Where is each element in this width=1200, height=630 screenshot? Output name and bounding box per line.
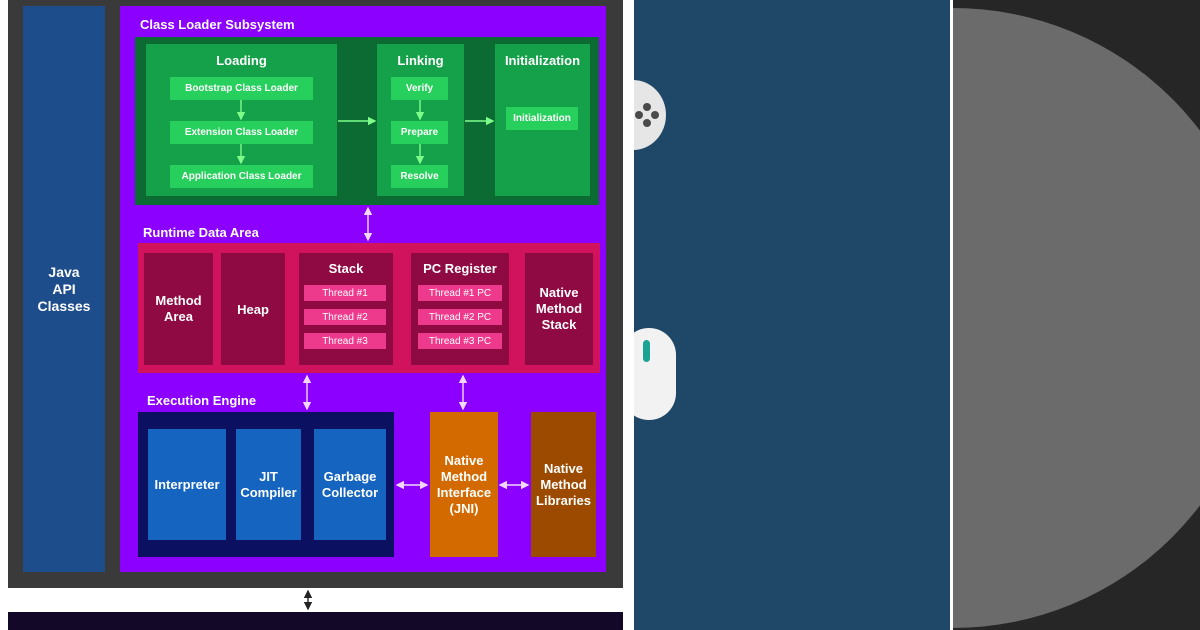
gamepad-icon — [634, 80, 666, 150]
loading-title: Loading — [216, 53, 267, 68]
pc-register-title: PC Register — [423, 261, 497, 276]
bottom-bar — [8, 612, 623, 630]
java-api-classes-box: Java API Classes — [23, 6, 105, 572]
linking-title: Linking — [397, 53, 444, 68]
middle-panel — [634, 0, 950, 630]
stack-title: Stack — [328, 261, 364, 276]
native-method-libraries-box: Native Method Libraries — [531, 412, 596, 557]
interpreter-box: Interpreter — [148, 429, 226, 540]
stack-thread-1: Thread #1 — [304, 285, 386, 301]
disc-shape — [953, 8, 1200, 628]
prepare-step: Prepare — [391, 121, 448, 144]
extension-class-loader: Extension Class Loader — [170, 121, 313, 144]
runtime-data-area-title: Runtime Data Area — [143, 225, 259, 240]
jni-box: Native Method Interface (JNI) — [430, 412, 498, 557]
stack-thread-2: Thread #2 — [304, 309, 386, 325]
initialization-title: Initialization — [504, 53, 581, 68]
right-panel — [953, 0, 1200, 630]
stack-thread-3: Thread #3 — [304, 333, 386, 349]
pc-thread-2: Thread #2 PC — [418, 309, 502, 325]
class-loader-title: Class Loader Subsystem — [140, 17, 295, 32]
jvm-diagram-panel: Java API Classes Class Loader Subsystem … — [8, 0, 623, 630]
jit-compiler-box: JIT Compiler — [236, 429, 301, 540]
pc-thread-3: Thread #3 PC — [418, 333, 502, 349]
heap-box: Heap — [221, 253, 285, 365]
mouse-icon — [634, 328, 676, 420]
application-class-loader: Application Class Loader — [170, 165, 313, 188]
resolve-step: Resolve — [391, 165, 448, 188]
verify-step: Verify — [391, 77, 448, 100]
bootstrap-class-loader: Bootstrap Class Loader — [170, 77, 313, 100]
panel-divider — [950, 0, 953, 630]
method-area-box: Method Area — [144, 253, 213, 365]
initialization-step: Initialization — [506, 107, 578, 130]
native-method-stack-box: Native Method Stack — [525, 253, 593, 365]
execution-engine-title: Execution Engine — [147, 393, 257, 408]
pc-thread-1: Thread #1 PC — [418, 285, 502, 301]
garbage-collector-box: Garbage Collector — [314, 429, 386, 540]
